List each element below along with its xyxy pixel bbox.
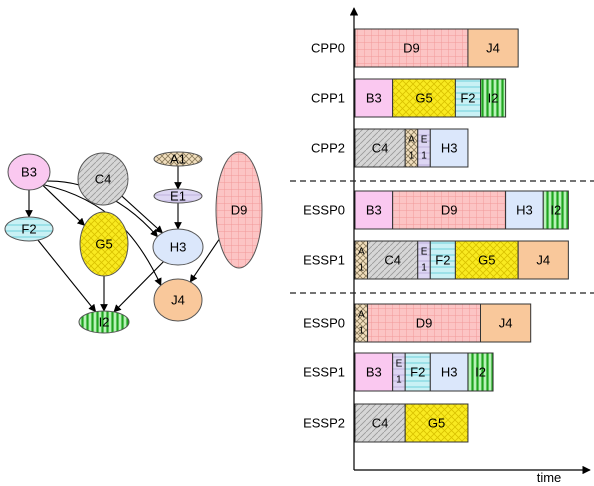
node-i2 xyxy=(78,310,130,334)
node-a1 xyxy=(153,151,203,167)
task-label: G5 xyxy=(415,91,432,106)
task-label: J4 xyxy=(499,316,513,331)
task-label: 1 xyxy=(358,263,364,274)
task-label: B3 xyxy=(366,91,382,106)
edge-H3-I2 xyxy=(113,261,164,313)
task-bar-g5 xyxy=(454,240,519,280)
row-label-essp1: ESSP1 xyxy=(303,365,345,380)
node-j4 xyxy=(153,278,203,322)
node-g5-label: G5 xyxy=(95,237,112,252)
task-label: H3 xyxy=(516,203,533,218)
node-i2-label: I2 xyxy=(99,315,110,330)
task-bar-h3 xyxy=(429,128,469,168)
task-bar-i2 xyxy=(467,352,494,392)
task-label: D9 xyxy=(441,203,458,218)
node-h3-label: H3 xyxy=(170,240,187,255)
task-label: 1 xyxy=(421,151,427,162)
task-bar-j4 xyxy=(517,240,569,280)
task-bar-j4 xyxy=(480,303,532,343)
node-g5 xyxy=(79,211,129,277)
node-b3 xyxy=(7,153,51,191)
x-axis-label: time xyxy=(537,470,562,485)
task-bar-d9 xyxy=(354,28,469,68)
task-label: A xyxy=(358,310,365,321)
task-bar-c4 xyxy=(354,128,406,168)
task-label: F2 xyxy=(460,91,475,106)
task-label: I2 xyxy=(488,91,499,106)
task-label: 1 xyxy=(421,263,427,274)
task-label: E xyxy=(421,247,428,258)
row-label-essp1: ESSP1 xyxy=(303,253,345,268)
task-label: 1 xyxy=(396,375,402,386)
row-label-essp2: ESSP2 xyxy=(303,416,345,431)
row-label-essp0: ESSP0 xyxy=(303,316,345,331)
task-label: C4 xyxy=(384,253,401,268)
node-j4-label: J4 xyxy=(171,293,185,308)
node-c4-label: C4 xyxy=(95,172,112,187)
task-bar-i2 xyxy=(480,78,507,118)
task-label: D9 xyxy=(416,316,433,331)
edge-F2-I2 xyxy=(37,239,97,313)
task-bar-g5 xyxy=(404,403,469,443)
task-label: G5 xyxy=(428,416,445,431)
task-label: A xyxy=(408,135,415,146)
task-bar-h3 xyxy=(505,190,544,230)
task-label: H3 xyxy=(441,141,458,156)
row-label-cpp2: CPP2 xyxy=(311,141,345,156)
task-label: B3 xyxy=(366,365,382,380)
task-bar-c4 xyxy=(367,240,419,280)
node-c4 xyxy=(77,152,129,206)
row-label-essp0: ESSP0 xyxy=(303,203,345,218)
node-d9 xyxy=(215,151,263,269)
task-bar-i2 xyxy=(542,190,569,230)
edge-C4-H3 xyxy=(121,195,164,234)
task-label: E xyxy=(396,359,403,370)
task-label: E xyxy=(421,135,428,146)
task-bar-h3 xyxy=(429,352,469,392)
task-bar-d9 xyxy=(392,190,507,230)
row-label-cpp0: CPP0 xyxy=(311,41,345,56)
task-bar-f2 xyxy=(454,78,481,118)
edge-B3-G5 xyxy=(42,185,86,226)
task-label: I2 xyxy=(550,203,561,218)
task-bar-f2 xyxy=(404,352,431,392)
task-bar-c4 xyxy=(354,403,406,443)
task-label: F2 xyxy=(435,253,450,268)
node-b3-label: B3 xyxy=(21,165,37,180)
task-bar-d9 xyxy=(367,303,481,343)
node-f2-label: F2 xyxy=(21,222,36,237)
task-bar-b3 xyxy=(354,78,394,118)
task-label: F2 xyxy=(410,365,425,380)
task-label: H3 xyxy=(441,365,458,380)
task-label: C4 xyxy=(372,141,389,156)
node-a1-label: A1 xyxy=(170,152,186,167)
node-h3 xyxy=(152,228,204,266)
task-label: I2 xyxy=(475,365,486,380)
task-label: J4 xyxy=(486,41,500,56)
task-bar-f2 xyxy=(429,240,456,280)
task-label: C4 xyxy=(372,416,389,431)
edge-D9-J4 xyxy=(189,238,220,283)
task-label: A xyxy=(358,247,365,258)
task-label: G5 xyxy=(478,253,495,268)
task-label: 1 xyxy=(409,151,415,162)
task-label: B3 xyxy=(366,203,382,218)
task-label: D9 xyxy=(403,41,420,56)
task-label: J4 xyxy=(536,253,550,268)
task-label: 1 xyxy=(358,326,364,337)
task-bar-b3 xyxy=(354,190,394,230)
node-f2 xyxy=(4,216,54,242)
node-d9-label: D9 xyxy=(231,203,248,218)
row-label-cpp1: CPP1 xyxy=(311,91,345,106)
node-e1-label: E1 xyxy=(170,189,186,204)
task-bar-j4 xyxy=(467,28,519,68)
node-e1 xyxy=(153,188,203,204)
